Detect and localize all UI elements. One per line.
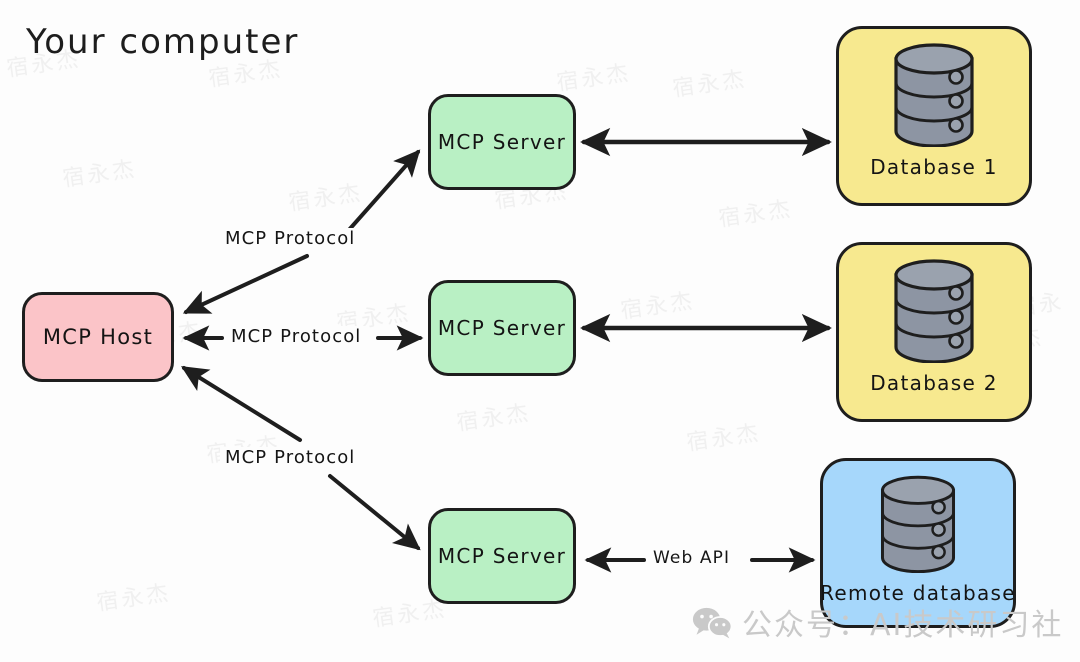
node-mcp-server-2[interactable]: MCP Server: [428, 280, 576, 376]
node-remote-database[interactable]: Remote database: [820, 458, 1016, 628]
database-cylinder-icon: [894, 43, 974, 147]
node-label: MCP Server: [437, 544, 567, 568]
node-mcp-host[interactable]: MCP Host: [22, 292, 174, 382]
edge-label-mcp-protocol-1: MCP Protocol: [220, 228, 361, 249]
node-label: Database 1: [870, 155, 998, 179]
node-label: Remote database: [820, 581, 1016, 605]
edge-label-web-api: Web API: [648, 548, 736, 568]
edge-host-server1: [182, 149, 421, 314]
node-database-1[interactable]: Database 1: [836, 26, 1032, 206]
page-title: Your computer: [26, 22, 300, 62]
node-label: MCP Server: [437, 316, 567, 340]
database-cylinder-icon: [880, 475, 956, 573]
edge-label-mcp-protocol-3: MCP Protocol: [220, 447, 361, 468]
node-mcp-server-3[interactable]: MCP Server: [428, 508, 576, 604]
node-label: MCP Host: [42, 325, 154, 349]
database-cylinder-icon: [894, 259, 974, 363]
node-label: MCP Server: [437, 130, 567, 154]
node-label: Database 2: [870, 371, 998, 395]
edge-host-server3: [181, 366, 421, 551]
node-database-2[interactable]: Database 2: [836, 242, 1032, 422]
node-mcp-server-1[interactable]: MCP Server: [428, 94, 576, 190]
edge-label-mcp-protocol-2: MCP Protocol: [226, 326, 367, 347]
